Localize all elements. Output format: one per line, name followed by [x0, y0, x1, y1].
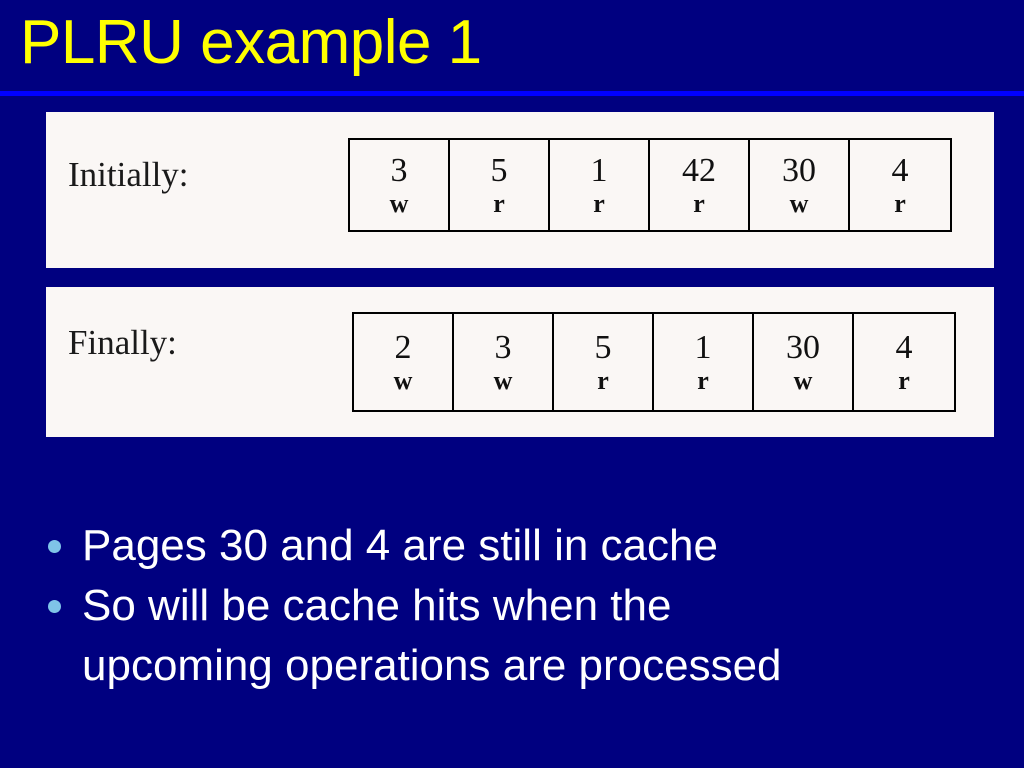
initial-cache-row: 3 w 5 r 1 r 42 r 30 w 4 r	[348, 138, 952, 232]
cache-cell-page: 5	[490, 152, 508, 189]
page-title: PLRU example 1	[20, 8, 482, 77]
cache-cell-op: r	[593, 189, 605, 218]
cache-cell-page: 2	[394, 329, 412, 366]
cache-cell-op: r	[894, 189, 906, 218]
cache-cell-op: w	[793, 366, 813, 395]
cache-cell: 3 w	[454, 314, 554, 410]
cache-cell-page: 5	[594, 329, 612, 366]
cache-cell-page: 4	[891, 152, 909, 189]
bullet-dot-icon	[48, 540, 61, 553]
cache-cell-page: 42	[682, 152, 716, 189]
cache-cell-op: w	[393, 366, 413, 395]
cache-cell: 1 r	[550, 140, 650, 230]
cache-cell-op: r	[597, 366, 609, 395]
title-divider	[0, 91, 1024, 96]
cache-cell: 42 r	[650, 140, 750, 230]
bullet-dot-icon	[48, 600, 61, 613]
cache-cell: 5 r	[554, 314, 654, 410]
cache-cell-op: w	[789, 189, 809, 218]
bullet-list: Pages 30 and 4 are still in cache So wil…	[40, 516, 990, 696]
cache-cell-op: r	[898, 366, 910, 395]
cache-cell-page: 4	[895, 329, 913, 366]
list-item: So will be cache hits when the upcoming …	[40, 576, 990, 696]
cache-cell-page: 3	[390, 152, 408, 189]
cache-cell-page: 3	[494, 329, 512, 366]
cache-cell-page: 1	[694, 329, 712, 366]
cache-cell: 30 w	[754, 314, 854, 410]
cache-cell-op: r	[493, 189, 505, 218]
final-state-label: Finally:	[68, 323, 177, 362]
cache-cell: 2 w	[354, 314, 454, 410]
cache-cell: 30 w	[750, 140, 850, 230]
cache-cell-page: 30	[782, 152, 816, 189]
final-state-panel: Finally: 2 w 3 w 5 r 1 r 30 w	[46, 287, 994, 437]
cache-cell: 5 r	[450, 140, 550, 230]
cache-cell-op: r	[697, 366, 709, 395]
cache-cell: 4 r	[854, 314, 954, 410]
cache-cell-op: w	[493, 366, 513, 395]
cache-cell: 1 r	[654, 314, 754, 410]
cache-cell-page: 30	[786, 329, 820, 366]
list-item-label: Pages 30 and 4 are still in cache	[82, 521, 718, 570]
final-cache-row: 2 w 3 w 5 r 1 r 30 w 4 r	[352, 312, 956, 412]
cache-cell: 4 r	[850, 140, 950, 230]
cache-cell-op: r	[693, 189, 705, 218]
cache-cell: 3 w	[350, 140, 450, 230]
cache-cell-page: 1	[590, 152, 608, 189]
list-item: Pages 30 and 4 are still in cache	[40, 516, 990, 576]
cache-cell-op: w	[389, 189, 409, 218]
initial-state-panel: Initially: 3 w 5 r 1 r 42 r 30 w	[46, 112, 994, 268]
initial-state-label: Initially:	[68, 155, 189, 194]
list-item-label: So will be cache hits when the upcoming …	[82, 581, 782, 690]
